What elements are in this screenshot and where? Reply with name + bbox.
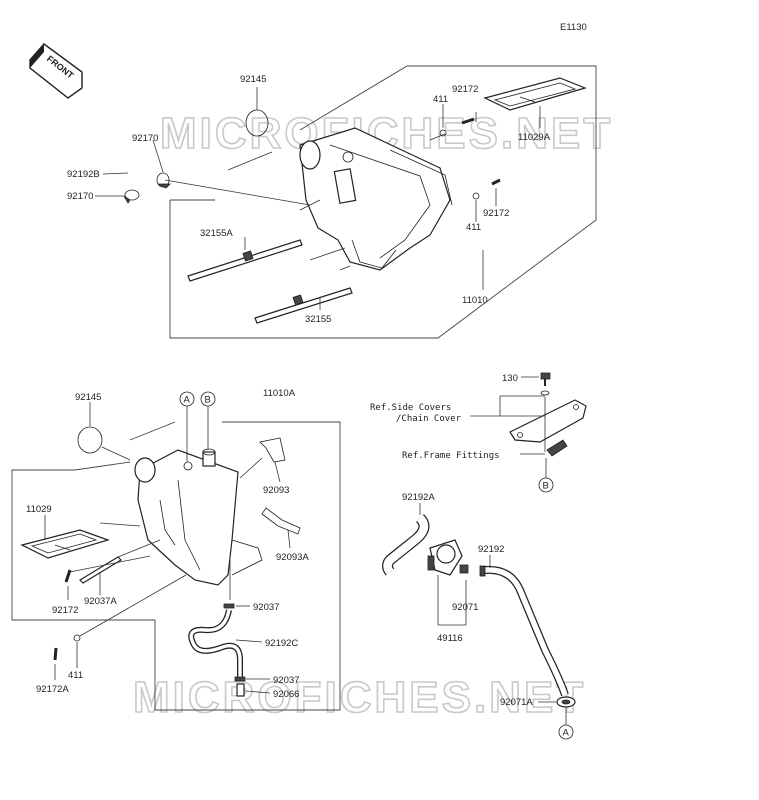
hose-92192A	[382, 514, 430, 576]
label-92037-a: 92037	[253, 602, 279, 613]
label-411-top: 411	[433, 94, 448, 105]
label-92037-b: 92037	[273, 675, 299, 686]
bolt-130-icon	[540, 372, 551, 396]
label-ref-frame-fittings: Ref.Frame Fittings	[402, 451, 500, 461]
label-32155A: 32155A	[200, 228, 233, 239]
band-92037A	[79, 556, 122, 584]
label-92170-top: 92170	[132, 133, 158, 144]
label-92071: 92071	[452, 602, 478, 613]
drain-hose-92192C	[188, 603, 246, 697]
bottom-left-assembly-frame	[11, 421, 341, 711]
label-411-left: 411	[68, 670, 83, 681]
label-92145-left: 92145	[75, 392, 101, 403]
label-92145-top: 92145	[240, 74, 266, 85]
label-92172-left: 92172	[52, 605, 78, 616]
label-130: 130	[502, 373, 518, 384]
svg-text:B: B	[205, 395, 211, 406]
label-92172A: 92172A	[36, 684, 69, 695]
label-92192B: 92192B	[67, 169, 100, 180]
tube-32155	[254, 287, 353, 324]
label-92192C: 92192C	[265, 638, 298, 649]
top-assembly-frame	[169, 65, 597, 339]
washer-411-top-icon	[439, 129, 447, 137]
callout-B-top: B	[200, 391, 216, 407]
bracket	[509, 399, 587, 457]
washer-411-mid-icon	[472, 192, 480, 200]
grommet-92071A-icon	[556, 696, 576, 708]
washer-411-left-icon	[73, 634, 81, 642]
label-92170-bottom: 92170	[67, 191, 93, 202]
label-411-mid: 411	[466, 222, 481, 233]
clamp-92170-bottom-icon	[123, 189, 140, 204]
label-11010A: 11010A	[263, 388, 296, 399]
label-11029: 11029	[26, 504, 52, 515]
label-92172-top: 92172	[452, 84, 478, 95]
svg-text:A: A	[184, 395, 191, 406]
svg-text:B: B	[543, 481, 549, 492]
label-92172-mid: 92172	[483, 208, 509, 219]
callout-A-top: A	[179, 391, 195, 407]
svg-text:A: A	[563, 728, 570, 739]
label-11010: 11010	[462, 295, 488, 306]
label-92066: 92066	[273, 689, 299, 700]
label-32155: 32155	[305, 314, 331, 325]
label-92192: 92192	[478, 544, 504, 555]
label-92093: 92093	[263, 485, 289, 496]
clamp-92170-top-icon	[156, 172, 171, 189]
label-ref-side-covers: Ref.Side Covers	[370, 403, 451, 413]
label-92037A: 92037A	[84, 596, 117, 607]
bolt-92172-top-icon	[461, 117, 475, 125]
air-cleaner-box-bottom	[134, 448, 263, 586]
seal-92093	[259, 437, 286, 463]
label-49116: 49116	[437, 633, 463, 644]
diagram-code: E1130	[560, 22, 587, 33]
label-11029A: 11029A	[518, 132, 551, 143]
label-ref-chain-cover: /Chain Cover	[396, 414, 462, 424]
label-92093A: 92093A	[276, 552, 309, 563]
tube-32155A	[187, 239, 303, 282]
label-92192A: 92192A	[402, 492, 435, 503]
label-92071A: 92071A	[500, 697, 533, 708]
valve-49116	[427, 539, 469, 576]
front-arrow-icon: FRONT	[29, 43, 83, 99]
callout-B-right: B	[538, 477, 554, 493]
watermark-bottom: MICROFICHES.NET	[133, 673, 586, 722]
air-cleaner-box-top	[299, 127, 453, 271]
seal-92093A	[261, 507, 301, 535]
hose-92192B-icon	[127, 168, 152, 179]
o-ring-92145-left	[77, 426, 103, 454]
bolt-92172A-icon	[53, 647, 58, 661]
bolt-92172-mid-icon	[491, 178, 501, 186]
air-filter-11029	[20, 529, 110, 559]
hose-92192	[479, 565, 569, 697]
air-filter-11029A	[483, 77, 587, 111]
callout-A-right: A	[558, 724, 574, 740]
bolt-92172-left-icon	[64, 569, 72, 583]
